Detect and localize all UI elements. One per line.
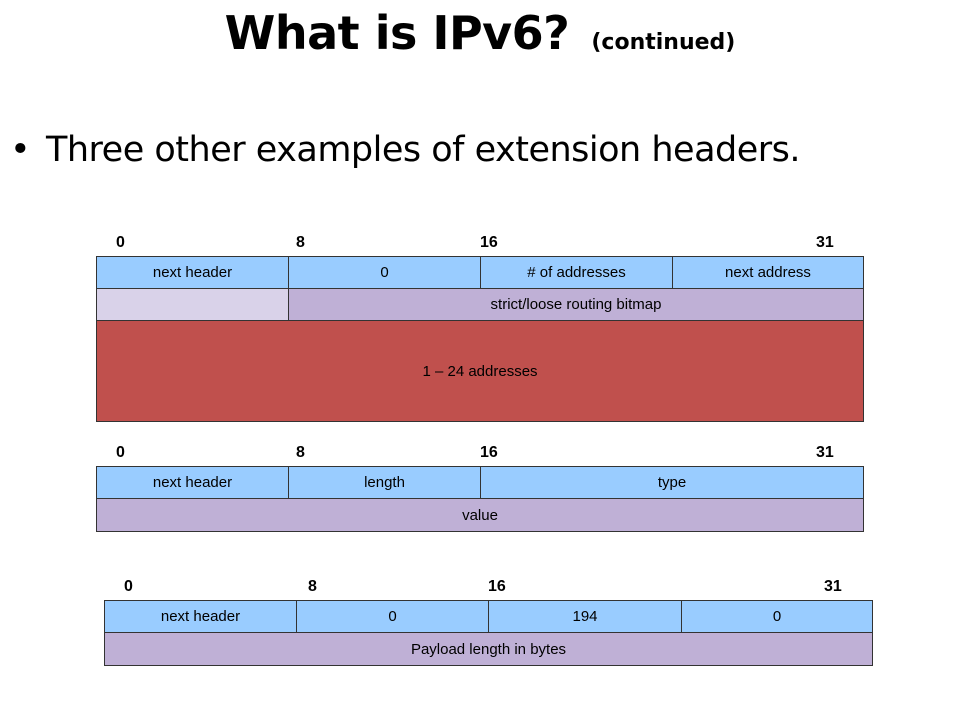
title-main: What is IPv6? — [224, 6, 570, 60]
bullet-text: Three other examples of extension header… — [46, 130, 801, 170]
bit-31: 31 — [824, 578, 842, 595]
field-row-2: Payload length in bytes — [104, 632, 873, 666]
field-blank — [96, 288, 289, 321]
field-option-length: 0 — [681, 600, 873, 633]
field-reserved: 0 — [296, 600, 489, 633]
field-next-header: next header — [96, 256, 289, 289]
field-row-1: next header 0 # of addresses next addres… — [96, 256, 864, 289]
bit-0: 0 — [116, 234, 125, 251]
bullet-item: • Three other examples of extension heade… — [10, 130, 801, 170]
jumbo-payload-diagram: 0 8 16 31 next header 0 194 0 Payload le… — [104, 578, 873, 666]
bit-positions: 0 8 16 31 — [96, 234, 864, 254]
bit-16: 16 — [480, 444, 498, 461]
bit-0: 0 — [116, 444, 125, 461]
field-value: value — [96, 498, 864, 532]
field-addresses: 1 – 24 addresses — [96, 320, 864, 422]
bit-31: 31 — [816, 444, 834, 461]
field-length: length — [288, 466, 481, 499]
field-next-address: next address — [672, 256, 864, 289]
field-row-1: next header 0 194 0 — [104, 600, 873, 633]
field-row-1: next header length type — [96, 466, 864, 499]
title-suffix: (continued) — [591, 30, 736, 55]
field-option-type: 194 — [488, 600, 682, 633]
field-next-header: next header — [104, 600, 297, 633]
bit-positions: 0 8 16 31 — [104, 578, 873, 598]
field-row-3: 1 – 24 addresses — [96, 320, 864, 422]
bit-0: 0 — [124, 578, 133, 595]
bit-31: 31 — [816, 234, 834, 251]
field-next-header: next header — [96, 466, 289, 499]
field-row-2: strict/loose routing bitmap — [96, 288, 864, 321]
bit-positions: 0 8 16 31 — [96, 444, 864, 464]
field-payload-length: Payload length in bytes — [104, 632, 873, 666]
field-num-addresses: # of addresses — [480, 256, 673, 289]
slide-title: What is IPv6? (continued) — [0, 6, 960, 60]
field-type: type — [480, 466, 864, 499]
bit-8: 8 — [296, 234, 305, 251]
bullet-icon: • — [10, 130, 31, 170]
routing-header-diagram: 0 8 16 31 next header 0 # of addresses n… — [96, 234, 864, 422]
bit-8: 8 — [308, 578, 317, 595]
bit-8: 8 — [296, 444, 305, 461]
bit-16: 16 — [480, 234, 498, 251]
bit-16: 16 — [488, 578, 506, 595]
options-header-diagram: 0 8 16 31 next header length type value — [96, 444, 864, 532]
field-reserved: 0 — [288, 256, 481, 289]
field-row-2: value — [96, 498, 864, 532]
field-routing-bitmap: strict/loose routing bitmap — [288, 288, 864, 321]
